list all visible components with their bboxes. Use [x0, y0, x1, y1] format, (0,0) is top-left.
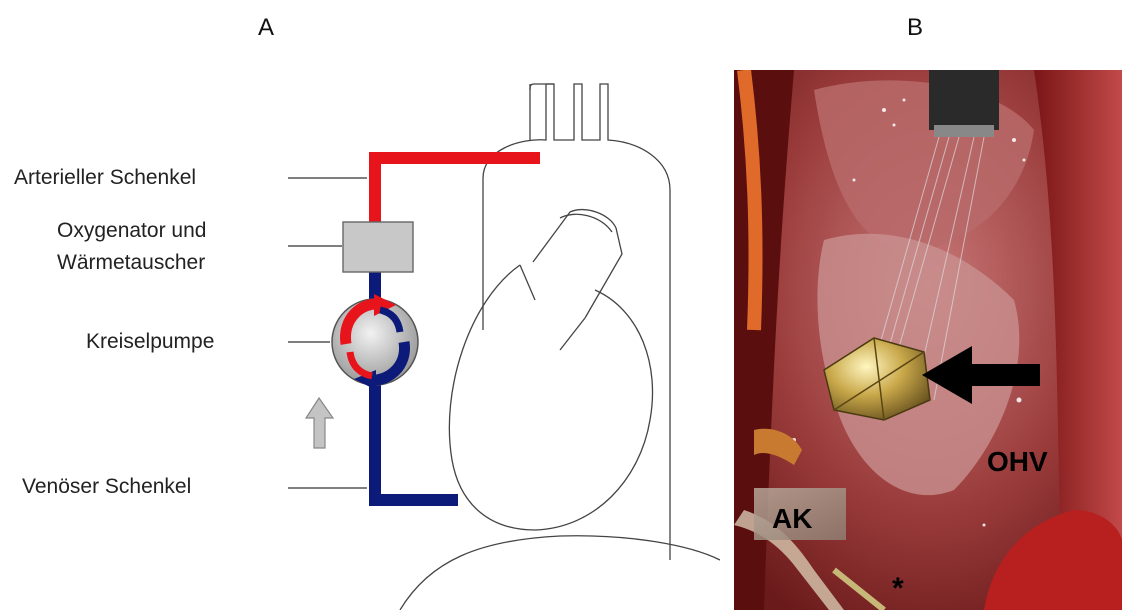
label-venous: Venöser Schenkel [22, 474, 191, 500]
torso-curve [400, 536, 720, 610]
label-oxygenator-line2: Wärmetauscher [57, 250, 205, 276]
flow-arrow-icon [306, 398, 333, 448]
panel-b-letter: B [907, 14, 923, 42]
label-ak: AK [772, 503, 812, 535]
oxygenator-box [343, 222, 413, 272]
label-ohv: OHV [987, 446, 1048, 478]
pulmonary-trunk [533, 210, 622, 318]
label-pump: Kreiselpumpe [86, 329, 214, 355]
label-oxygenator-line1: Oxygenator und [57, 218, 206, 244]
panel-a-schematic [0, 0, 720, 610]
label-asterisk: * [892, 572, 904, 606]
arterial-limb [375, 158, 540, 222]
label-arterial: Arterieller Schenkel [14, 165, 196, 191]
aorta-top-caps [530, 84, 554, 90]
heart-body [449, 265, 652, 530]
centrifugal-pump [332, 294, 418, 390]
